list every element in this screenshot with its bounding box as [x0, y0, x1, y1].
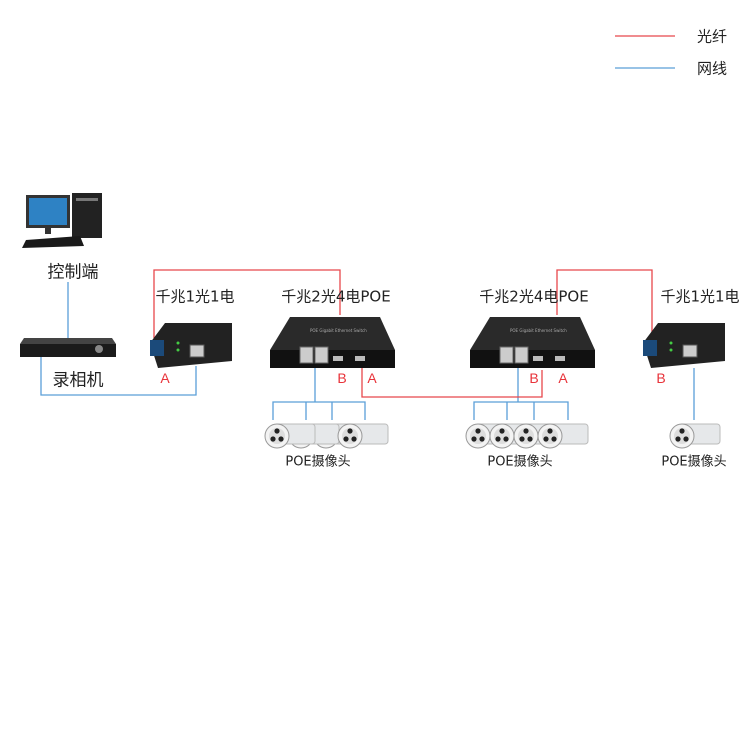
switch-right-label: 千兆2光4电POE: [479, 287, 589, 306]
switch-left-label: 千兆2光4电POE: [281, 287, 391, 306]
legend-cable-label: 网线: [696, 59, 728, 78]
camera-group-left: [264, 423, 389, 449]
port-label: B: [529, 370, 539, 386]
port-label: B: [656, 370, 666, 386]
camera-label: POE摄像头: [285, 454, 351, 470]
port-label: A: [367, 370, 377, 386]
network-cables: [40, 282, 695, 420]
camera-label: POE摄像头: [487, 454, 553, 470]
converter-left-label: 千兆1光1电: [155, 287, 235, 306]
camera-single-right: [669, 423, 721, 449]
camera-label: POE摄像头: [661, 454, 727, 470]
port-label: B: [337, 370, 347, 386]
switch-left-icon: [269, 316, 396, 369]
port-label: A: [558, 370, 568, 386]
port-label: A: [160, 370, 170, 386]
pc-label: 控制端: [47, 262, 99, 283]
nvr-icon: [20, 338, 116, 357]
legend-fiber-label: 光纤: [696, 27, 728, 46]
camera-group-middle: [465, 423, 589, 449]
fiber-lines: [153, 269, 653, 398]
switch-right-icon: [469, 316, 596, 369]
nvr-label: 录相机: [52, 370, 104, 391]
converter-right-icon: [642, 322, 726, 369]
converter-left-icon: [149, 322, 233, 369]
converter-right-label: 千兆1光1电: [660, 287, 740, 306]
computer-icon: [22, 193, 102, 248]
